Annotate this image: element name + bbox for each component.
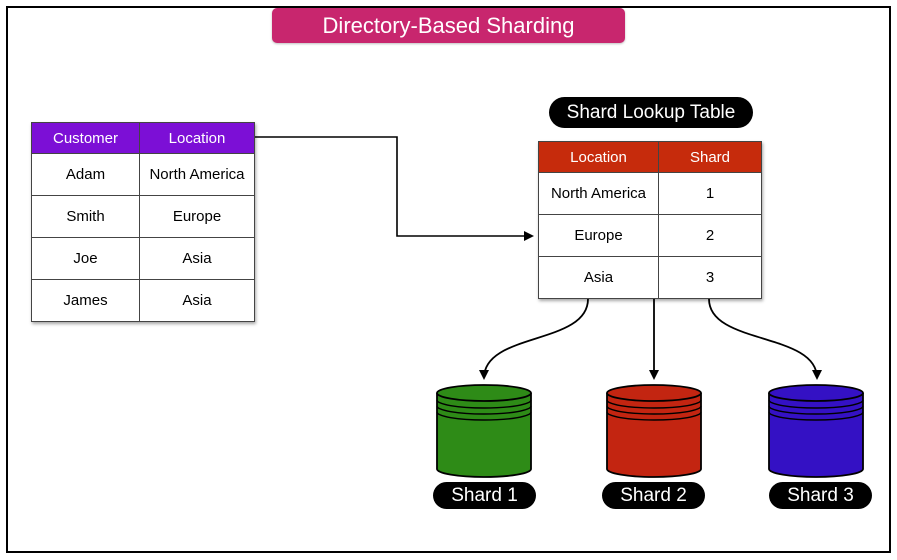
customer-table: Customer Location Adam North America Smi… bbox=[31, 122, 255, 322]
table-row: Asia 3 bbox=[538, 256, 762, 299]
lookup-to-shard-3-arrow bbox=[708, 298, 822, 380]
shard-3-label: Shard 3 bbox=[769, 482, 872, 509]
shard-2-database-icon bbox=[606, 384, 702, 478]
lookup-location-header: Location bbox=[538, 141, 659, 173]
location-cell: Asia bbox=[139, 237, 255, 280]
shard-1-label: Shard 1 bbox=[433, 482, 536, 509]
customer-cell: Adam bbox=[31, 153, 140, 196]
lookup-to-shard-1-arrow bbox=[479, 298, 589, 380]
lookup-location-cell: Asia bbox=[538, 256, 659, 299]
customer-cell: James bbox=[31, 279, 140, 322]
table-row: James Asia bbox=[31, 279, 255, 322]
customer-header: Customer bbox=[31, 122, 140, 154]
table-row: North America 1 bbox=[538, 172, 762, 215]
table-row: Smith Europe bbox=[31, 195, 255, 238]
lookup-table-header-row: Location Shard bbox=[538, 141, 762, 173]
shard-1-database-icon bbox=[436, 384, 532, 478]
location-cell: North America bbox=[139, 153, 255, 196]
lookup-location-cell: North America bbox=[538, 172, 659, 215]
lookup-shard-cell: 3 bbox=[658, 256, 762, 299]
location-cell: Europe bbox=[139, 195, 255, 238]
lookup-shard-header: Shard bbox=[658, 141, 762, 173]
customer-cell: Smith bbox=[31, 195, 140, 238]
customer-to-lookup-connector bbox=[255, 136, 534, 241]
shard-3-database-icon bbox=[768, 384, 864, 478]
lookup-table-title: Shard Lookup Table bbox=[549, 97, 753, 128]
location-cell: Asia bbox=[139, 279, 255, 322]
lookup-location-cell: Europe bbox=[538, 214, 659, 257]
table-row: Adam North America bbox=[31, 153, 255, 196]
diagram-title: Directory-Based Sharding bbox=[272, 8, 625, 43]
shard-2-label: Shard 2 bbox=[602, 482, 705, 509]
table-row: Joe Asia bbox=[31, 237, 255, 280]
customer-table-header-row: Customer Location bbox=[31, 122, 255, 154]
shard-lookup-table: Location Shard North America 1 Europe 2 … bbox=[538, 141, 762, 299]
